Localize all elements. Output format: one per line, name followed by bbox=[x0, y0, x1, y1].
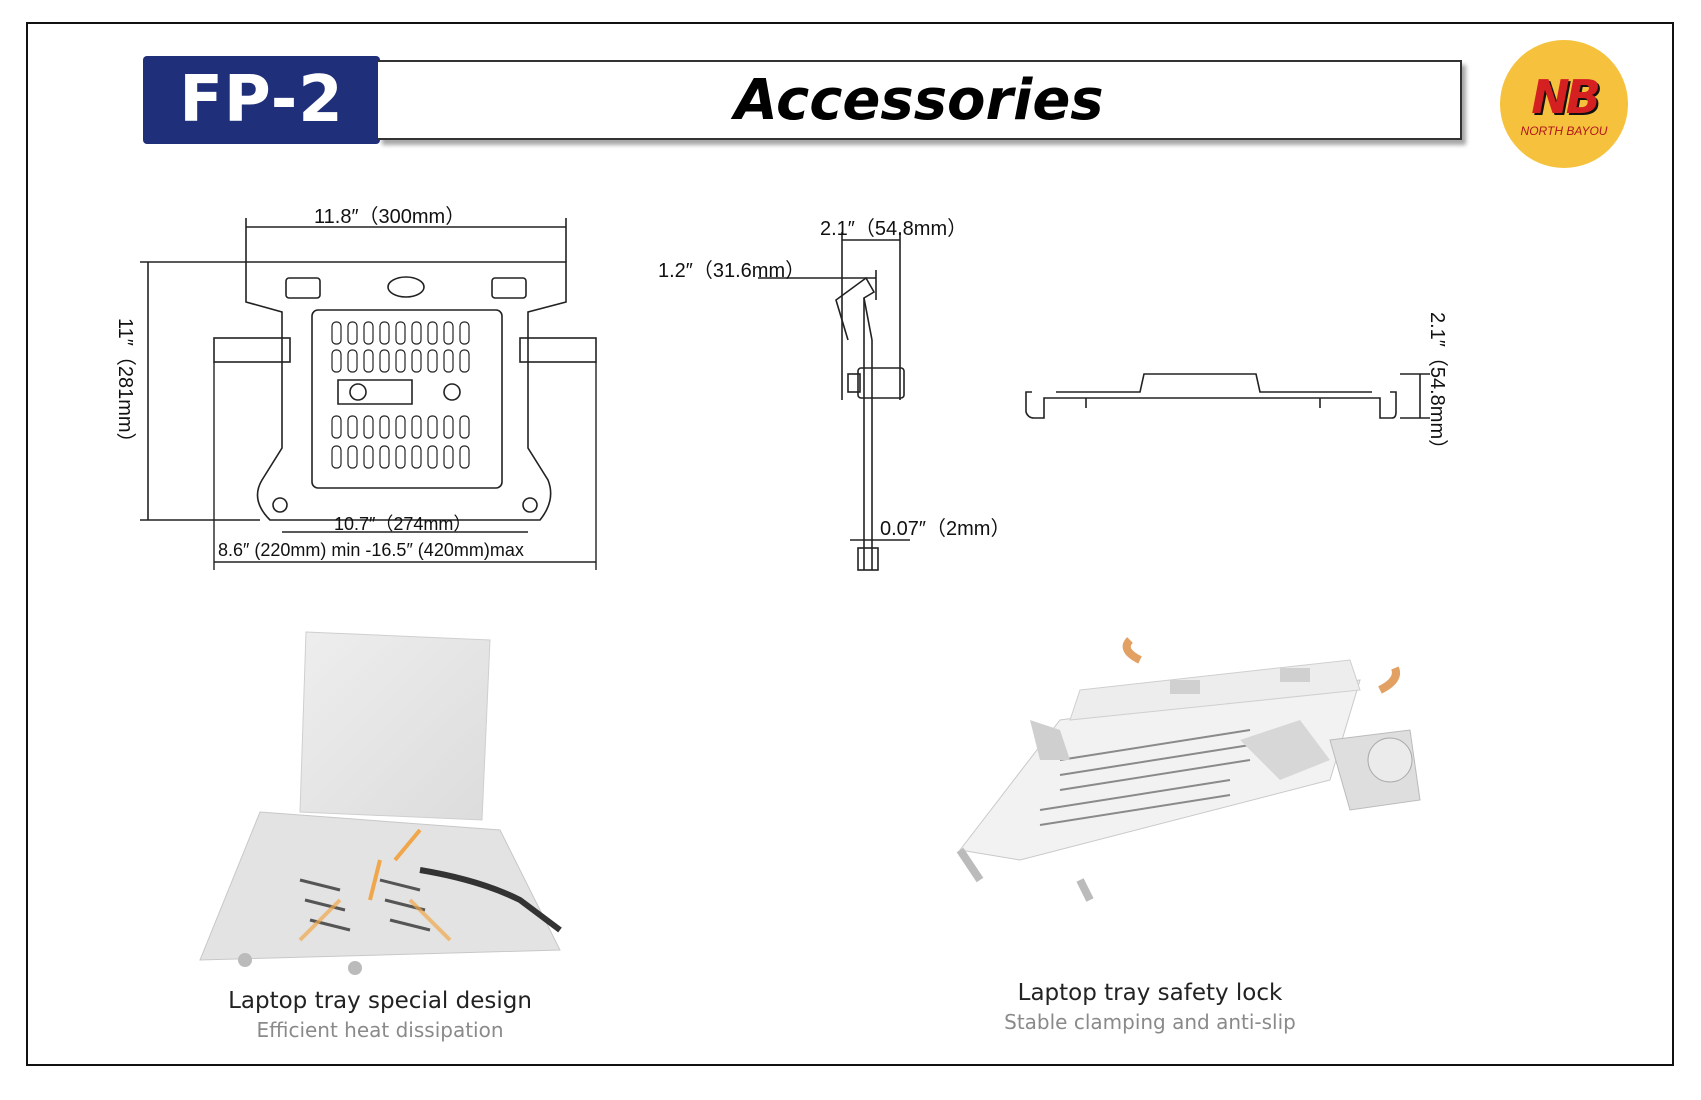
page-title: Accessories bbox=[734, 67, 1104, 133]
brand-logo-mark: NB bbox=[1531, 70, 1601, 124]
dim-side-thickness: 0.07″（2mm） bbox=[880, 518, 1011, 540]
brand-logo: NB NORTH BAYOU bbox=[1500, 40, 1628, 168]
dim-side-depth: 2.1″（54.8mm） bbox=[820, 218, 968, 240]
caption-ventilation-title: Laptop tray special design bbox=[228, 988, 532, 1014]
dim-side-hook: 1.2″（31.6mm） bbox=[658, 260, 806, 282]
caption-safety-lock-title: Laptop tray safety lock bbox=[1017, 980, 1283, 1006]
title-bar: Accessories bbox=[378, 60, 1462, 140]
caption-safety-lock: Laptop tray safety lock Stable clamping … bbox=[960, 980, 1340, 1034]
brand-logo-text: NORTH BAYOU bbox=[1520, 124, 1608, 138]
caption-ventilation-subtitle: Efficient heat dissipation bbox=[256, 1018, 504, 1042]
caption-ventilation: Laptop tray special design Efficient hea… bbox=[200, 988, 560, 1042]
caption-safety-lock-subtitle: Stable clamping and anti-slip bbox=[1004, 1010, 1296, 1034]
dim-tray-inner: 10.7″（274mm） bbox=[334, 514, 472, 534]
dim-tray-range: 8.6″ (220mm) min -16.5″ (420mm)max bbox=[218, 540, 524, 560]
page-frame bbox=[26, 22, 1674, 1066]
model-badge: FP-2 bbox=[143, 56, 380, 144]
dim-tray-width: 11.8″（300mm） bbox=[314, 206, 466, 228]
